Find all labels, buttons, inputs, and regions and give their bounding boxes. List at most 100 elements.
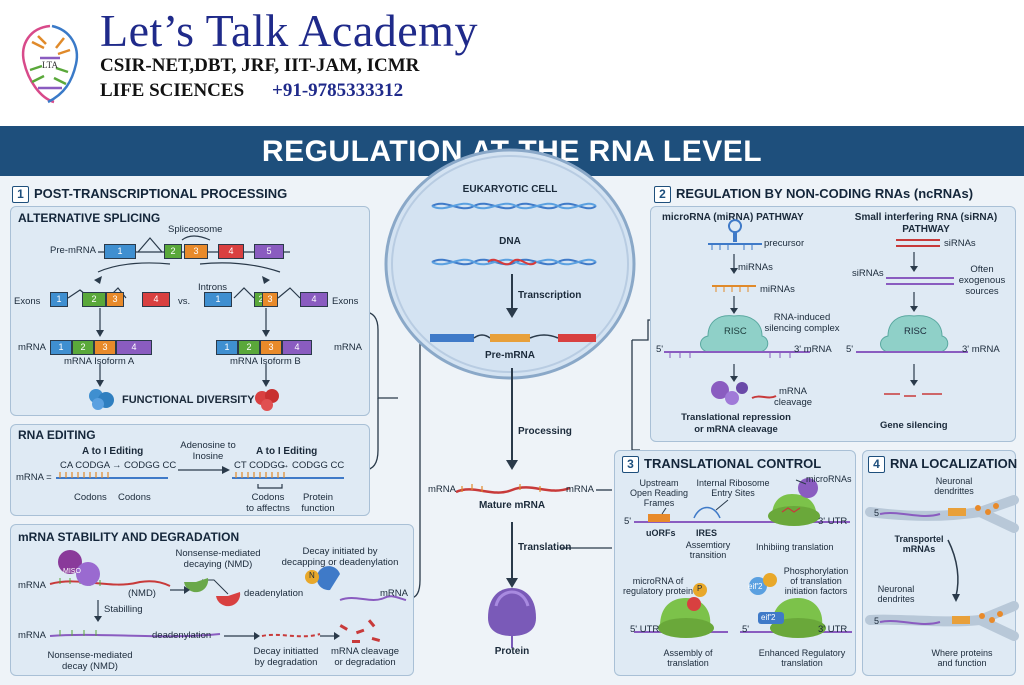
rna-editing-title: RNA EDITING [18, 428, 96, 442]
deadenylation-label-2: deadenylation [152, 630, 212, 641]
neuronal-dendrites-label-1: Neuronal dendrittes [934, 476, 974, 496]
isoform-b-exon-2: 2 [238, 340, 260, 355]
isoform-a-label: mRNA Isoform A [64, 356, 135, 367]
sirna-five-prime: 5' [846, 344, 854, 355]
section1-title: 1 POST-TRANSCRIPTIONAL PROCESSING [12, 186, 287, 203]
n-marker: N [309, 571, 315, 580]
alternative-splicing-panel [10, 206, 370, 416]
center-mrna-right: mRNA [566, 484, 594, 495]
isoform-a-exon-1: 1 [50, 340, 72, 355]
section2-title: 2 REGULATION BY NON-CODING RNAs (ncRNAs) [654, 186, 973, 203]
logo-text: LTA [42, 60, 58, 70]
protein-red-icon [255, 389, 279, 411]
isoform-a-exon-4: 4 [116, 340, 152, 355]
eif2-label: eif'2 [748, 582, 763, 591]
tc-five-utr: 5' UTR [630, 624, 660, 635]
sirnas-label-2: siRNAs [852, 268, 884, 279]
exogenous-label: Often exogenous sources [958, 264, 1006, 297]
eif2-bound-label: eif'2 [761, 613, 776, 622]
enhanced-translation-label: Enhanced Regulatory translation [758, 648, 846, 668]
assembly-transition-label: Assemtiory transition [685, 540, 731, 560]
section1-title-text: POST-TRANSCRIPTIONAL PROCESSING [34, 186, 288, 201]
pre-mrna-center-label: Pre-mRNA [484, 350, 535, 361]
processing-label: Processing [518, 426, 572, 437]
section2-number: 2 [654, 186, 671, 203]
isoform-a-exon-3: 3 [94, 340, 116, 355]
section1-number: 1 [12, 186, 29, 203]
eukaryotic-cell-label: EUKARYOTIC CELL [462, 184, 558, 195]
miso-label: MISO [63, 568, 81, 575]
stability-mrna-3: mRNA [18, 630, 46, 641]
gene-silencing-label: Gene silencing [880, 420, 948, 431]
mirnas-label-2: miRNAs [760, 284, 795, 295]
codons-label-1: Codons [74, 492, 107, 503]
section3-number: 3 [622, 456, 639, 473]
inhibiting-label: Inhibiing translation [756, 542, 834, 552]
header: LTA Let’s Talk Academy CSIR-NET,DBT, JRF… [0, 0, 1024, 126]
risc-mirna-label: RISC [724, 326, 747, 337]
decay-initiated-label: Decay initiated by decapping or deadenyl… [281, 546, 399, 568]
brand-subtitle: CSIR-NET,DBT, JRF, IIT-JAM, ICMR [100, 55, 420, 76]
section3-title: 3 TRANSLATIONAL CONTROL [622, 456, 821, 473]
logo-icon: LTA [21, 24, 79, 104]
codons-label-2: Codons [118, 492, 151, 503]
alternative-splicing-title: ALTERNATIVE SPLICING [18, 211, 161, 225]
section2-title-text: REGULATION BY NON-CODING RNAs (ncRNAs) [676, 186, 974, 201]
assembly-translation-label: Assembly of translation [663, 648, 713, 668]
decay-degradation-label: Decay initiatted by degradation [253, 646, 319, 668]
mrna-left-label: mRNA [18, 342, 46, 353]
mature-mrna-label: Mature mRNA [478, 500, 546, 511]
dna-label: DNA [499, 236, 521, 247]
nmd-short-label: (NMD) [128, 588, 156, 599]
seq-right-a: CT CODGG [234, 460, 286, 471]
exon-a1: 1 [50, 292, 68, 307]
a-to-i-right-label: A to I Editing [256, 446, 318, 457]
exon-4: 4 [218, 244, 244, 259]
exon-2: 2 [164, 244, 182, 259]
functional-diversity-label: FUNCTIONAL DIVERSITY [122, 394, 255, 406]
inosine-label: Inosine [192, 451, 224, 462]
rna-localization-panel [862, 450, 1016, 676]
seq-left-b: CODGG CC [124, 460, 177, 471]
mrna-right-label: mRNA [334, 342, 362, 353]
where-proteins-label: Where proteins and function [931, 648, 993, 668]
ires-description-label: Internal Ribosome Entry Sites [696, 478, 770, 498]
spliceosome-label: Spliceosome [168, 224, 223, 235]
section3-title-text: TRANSLATIONAL CONTROL [644, 456, 822, 471]
stability-mrna-1: mRNA [18, 580, 46, 591]
p-marker: P [697, 584, 703, 593]
tc-three-utr-1: 3' UTR [818, 516, 848, 527]
mirna-title: microRNA (miRNA) PATHWAY [662, 212, 804, 223]
deadenylation-label: deadenylation [244, 588, 304, 599]
precursor-label: precursor [764, 238, 805, 249]
vs-label: vs. [178, 296, 191, 307]
regulatory-protein-label: microRNA of regulatory protein [622, 576, 694, 596]
section4-title-text: RNA LOCALIZATION [890, 456, 1018, 471]
uorf-description-label: Upstream Open Reading Frames [629, 478, 689, 508]
cleavage-label: mRNA cleavage or degradation [330, 646, 400, 668]
risc-description-label: RNA-induced silencing complex [764, 312, 840, 334]
neuronal-dendrites-label-2: Neuronal dendrites [877, 584, 915, 604]
stability-mrna-2: mRNA [380, 588, 408, 599]
mrna-editing-label: mRNA = [16, 472, 52, 483]
ires-label: IRES [696, 528, 718, 538]
introns-label: Introns [198, 282, 228, 293]
nmd-label: Nonsense-mediated decaying (NMD) [175, 548, 261, 570]
mirna-three-prime: 3' mRNA [794, 344, 832, 355]
protein-function-label: Protein function [301, 492, 335, 514]
exon-a2: 2 [82, 292, 106, 307]
exon-b5: 4 [300, 292, 328, 307]
isoform-b-exon-1: 1 [216, 340, 238, 355]
adenosine-label: Adenosine to [180, 440, 236, 451]
exon-b1: 1 [204, 292, 232, 307]
seq-right-b: CODGG CC [292, 460, 345, 471]
brand-title: Let’s Talk Academy [100, 5, 478, 56]
transported-mrnas-label: Transportel mRNAs [894, 534, 944, 554]
codons-affect-label: Codons to affectns [246, 492, 290, 514]
loc-five-1: 5 [874, 508, 880, 518]
